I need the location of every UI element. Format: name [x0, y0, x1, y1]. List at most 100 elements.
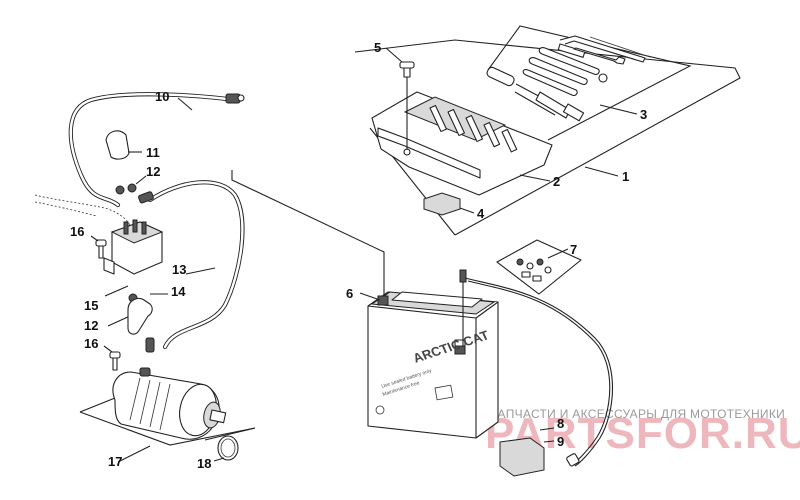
boot [499, 437, 545, 477]
wire-harness [34, 194, 131, 226]
battery-cable-positive [459, 269, 613, 467]
callout-18: 18 [197, 456, 211, 471]
spark-socket [535, 91, 571, 119]
cable-13-outer [147, 180, 245, 350]
leader-1 [584, 166, 619, 177]
bolt-16-top [90, 235, 107, 259]
cap-11 [105, 130, 130, 160]
battery-terminal-neg [377, 295, 389, 306]
o-ring-18 [213, 435, 239, 462]
cable-10 [68, 92, 245, 208]
callout-11: 11 [146, 145, 160, 160]
wrench-3 [528, 57, 588, 85]
tray-ribs [429, 104, 518, 153]
callout-5: 5 [374, 40, 381, 55]
foam-pad [423, 192, 461, 216]
tool-kit [486, 35, 651, 122]
leader-12b [107, 315, 131, 327]
callout-8: 8 [557, 416, 564, 431]
leader-18 [213, 457, 225, 462]
boot-14-shape [127, 297, 153, 335]
wrench-1 [557, 43, 586, 58]
solenoid-tab [103, 257, 115, 275]
callout-9: 9 [557, 434, 564, 449]
cable-13-lug-bottom [145, 337, 155, 353]
callout-labels: 1 2 3 4 5 6 7 8 9 10 11 12 12 13 14 15 1… [70, 40, 647, 471]
callout-16-top: 16 [70, 224, 84, 239]
bracket-17a [79, 397, 116, 413]
socket-head [562, 103, 585, 122]
hardware-bag-7 [496, 239, 582, 295]
leader-2 [519, 174, 551, 182]
tool-tray [371, 76, 553, 196]
boot-14 [127, 293, 168, 335]
bolt-16-bottom [103, 345, 121, 371]
leader-16a [90, 235, 99, 242]
screwdriver-handle [486, 66, 515, 87]
battery-cap [391, 291, 483, 308]
wrench-1-end [573, 47, 626, 65]
leader-9 [543, 440, 555, 443]
starter-fins [129, 377, 171, 431]
callout-10: 10 [155, 89, 169, 104]
leader-10 [177, 97, 193, 111]
recycle-symbol [375, 405, 385, 415]
wrench-2 [538, 47, 600, 75]
leader-10-battery [231, 170, 385, 298]
starter-solenoid-15 [103, 219, 164, 297]
o-ring [217, 435, 239, 461]
warning-box [434, 384, 454, 401]
cable-lug-bottom [566, 453, 580, 467]
leader-4 [459, 207, 475, 214]
battery-case [367, 291, 499, 439]
positive-cable-path [464, 277, 613, 467]
callout-3: 3 [640, 107, 647, 122]
callout-7: 7 [570, 242, 577, 257]
callout-13: 13 [172, 262, 186, 277]
leader-16b [103, 345, 113, 353]
screw-5-head [399, 61, 415, 69]
leader-13 [185, 267, 216, 275]
callout-15: 15 [84, 298, 98, 313]
tool-bar [514, 91, 556, 116]
leader-8 [539, 427, 555, 431]
callout-4: 4 [477, 206, 485, 221]
bracket-item-1 [354, 39, 741, 236]
cable-13-lug-top [138, 191, 154, 204]
allen-key [559, 35, 646, 63]
nuts-12-top [115, 175, 147, 195]
callout-12-top: 12 [146, 164, 160, 179]
callout-2: 2 [553, 174, 560, 189]
terminal-boot-8-9 [499, 427, 555, 477]
watermark-caption: ЗАПЧАСТИ И АКСЕССУАРЫ ДЛЯ МОТОТЕХНИКИ [490, 407, 785, 421]
callout-17: 17 [108, 454, 122, 469]
bag-outline [496, 239, 582, 295]
screw-5 [385, 47, 415, 78]
group-brackets [79, 25, 741, 446]
callout-16-bottom: 16 [84, 336, 98, 351]
battery-6: ARCTIC CAT Use sealed battery only Maint… [359, 291, 499, 439]
tray-lip [377, 127, 481, 179]
callout-12-bottom: 12 [84, 318, 98, 333]
starter-motor-17 [112, 367, 227, 463]
foam-pad-4 [423, 192, 475, 216]
leader-7 [547, 248, 569, 259]
leader-6 [359, 292, 381, 301]
callout-6: 6 [346, 286, 353, 301]
leader-5 [385, 47, 403, 63]
starter-shaft [209, 409, 227, 424]
leader-12a [135, 175, 147, 185]
screw-5-shank [403, 67, 411, 78]
starter-terminal [139, 367, 151, 377]
terminal-cap-11 [105, 130, 142, 160]
callout-1: 1 [622, 169, 629, 184]
wrench-2-ring [598, 73, 608, 83]
cable-lug-top [459, 269, 467, 283]
leader-17 [117, 445, 151, 463]
bracket-17c [204, 427, 256, 441]
bracket-17b [79, 411, 256, 446]
callout-14: 14 [171, 284, 186, 299]
leader-15 [104, 285, 129, 297]
